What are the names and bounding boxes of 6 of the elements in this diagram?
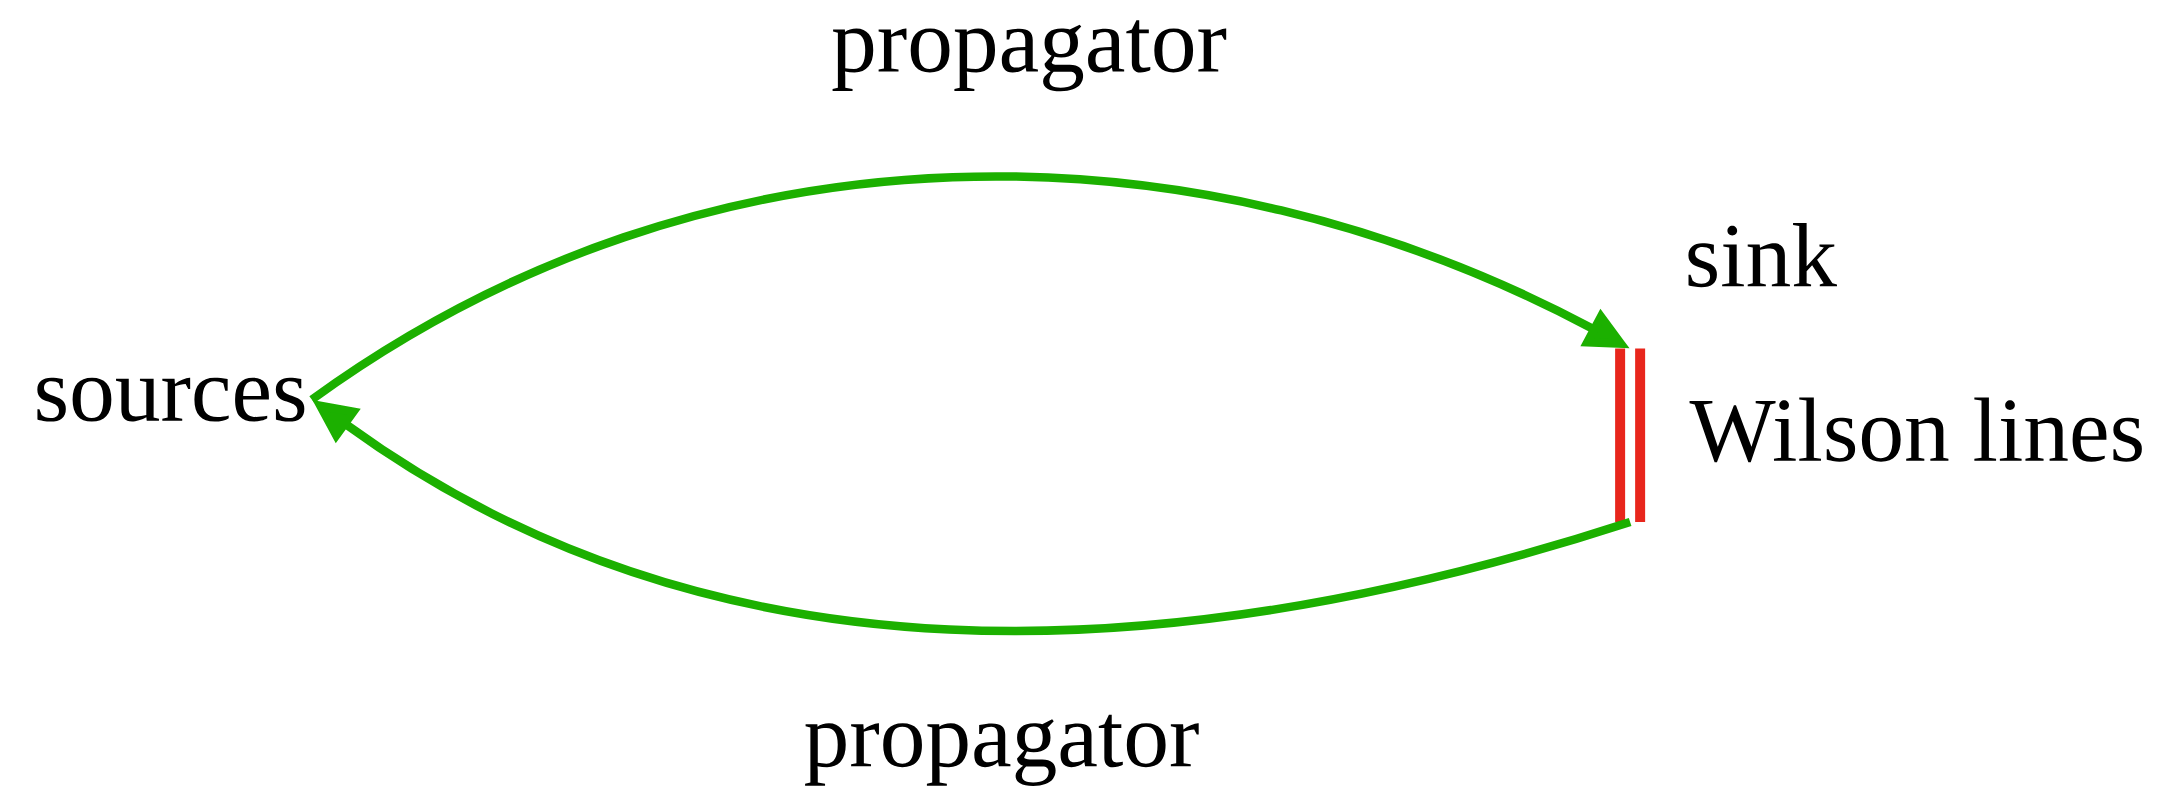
node-label: Wilson lines [1689,397,2142,463]
edge-label: propagator [800,711,1203,790]
double-line [1615,348,1646,522]
edge-label: propagator [827,16,1231,95]
text-label: sink [1688,222,1837,288]
node-label: sources [37,377,305,422]
